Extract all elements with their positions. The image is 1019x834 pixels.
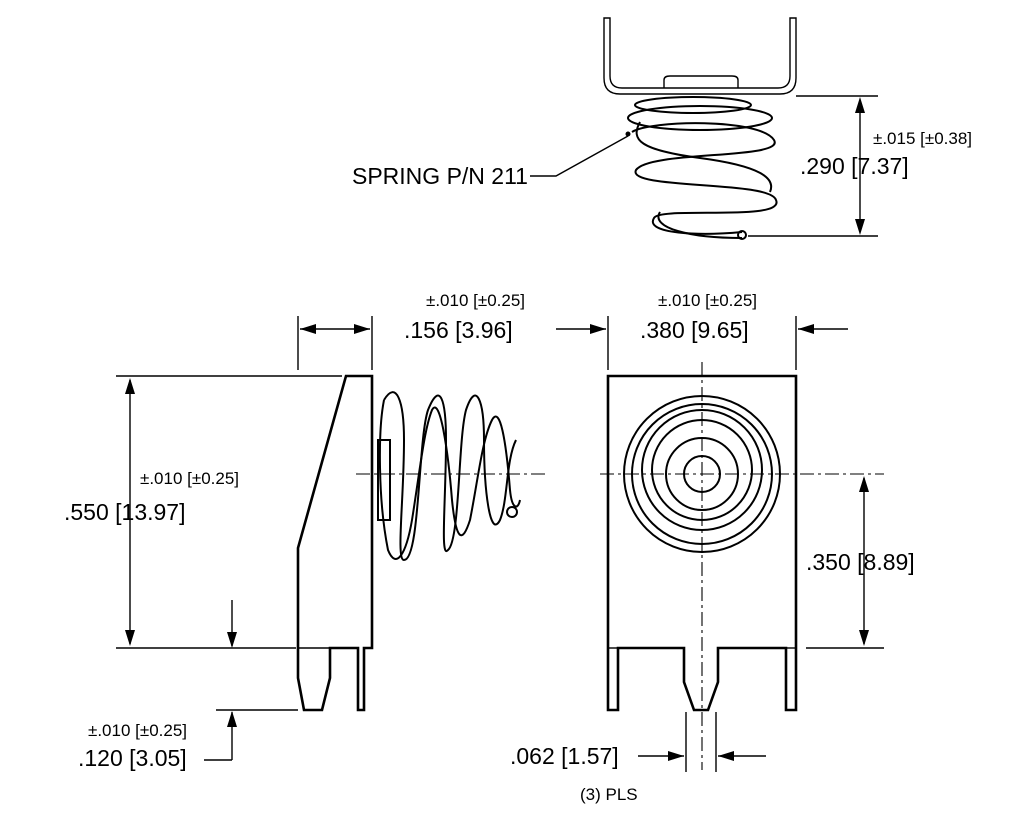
side-pin-tolerance: ±.010 [±0.25]: [88, 721, 187, 740]
spring-detail-view: SPRING P/N 211 ±.015 [±0.38] .290 [7.37]: [352, 17, 972, 240]
front-center-height-value: .350 [8.89]: [806, 549, 915, 575]
clip-outline: [603, 17, 797, 95]
clip-tab: [663, 75, 739, 88]
front-body-outline: [606, 374, 798, 712]
front-pin-width-value: .062 [1.57]: [510, 743, 619, 769]
side-height-tolerance: ±.010 [±0.25]: [140, 469, 239, 488]
front-width-value: .380 [9.65]: [640, 317, 749, 343]
side-pin-length-value: .120 [3.05]: [78, 745, 187, 771]
side-body-outline: [296, 374, 374, 712]
side-spring-coils: [377, 391, 521, 562]
spring-leader-line: [530, 135, 629, 177]
spring-height-tolerance: ±.015 [±0.38]: [873, 129, 972, 148]
side-height-value: .550 [13.97]: [64, 499, 186, 525]
spring-height-value: .290 [7.37]: [800, 153, 909, 179]
front-width-tolerance: ±.010 [±0.25]: [658, 291, 757, 310]
side-depth-value: .156 [3.96]: [404, 317, 513, 343]
spring-coils: [625, 96, 778, 240]
front-pin-count-note: (3) PLS: [580, 785, 638, 804]
side-view: ±.010 [±0.25] .156 [3.96] ±.010 [±0.25] …: [64, 291, 546, 771]
side-depth-tolerance: ±.010 [±0.25]: [426, 291, 525, 310]
front-view: ±.010 [±0.25] .380 [9.65] .350 [8.89] .0…: [510, 291, 915, 804]
spring-part-label: SPRING P/N 211: [352, 163, 528, 189]
